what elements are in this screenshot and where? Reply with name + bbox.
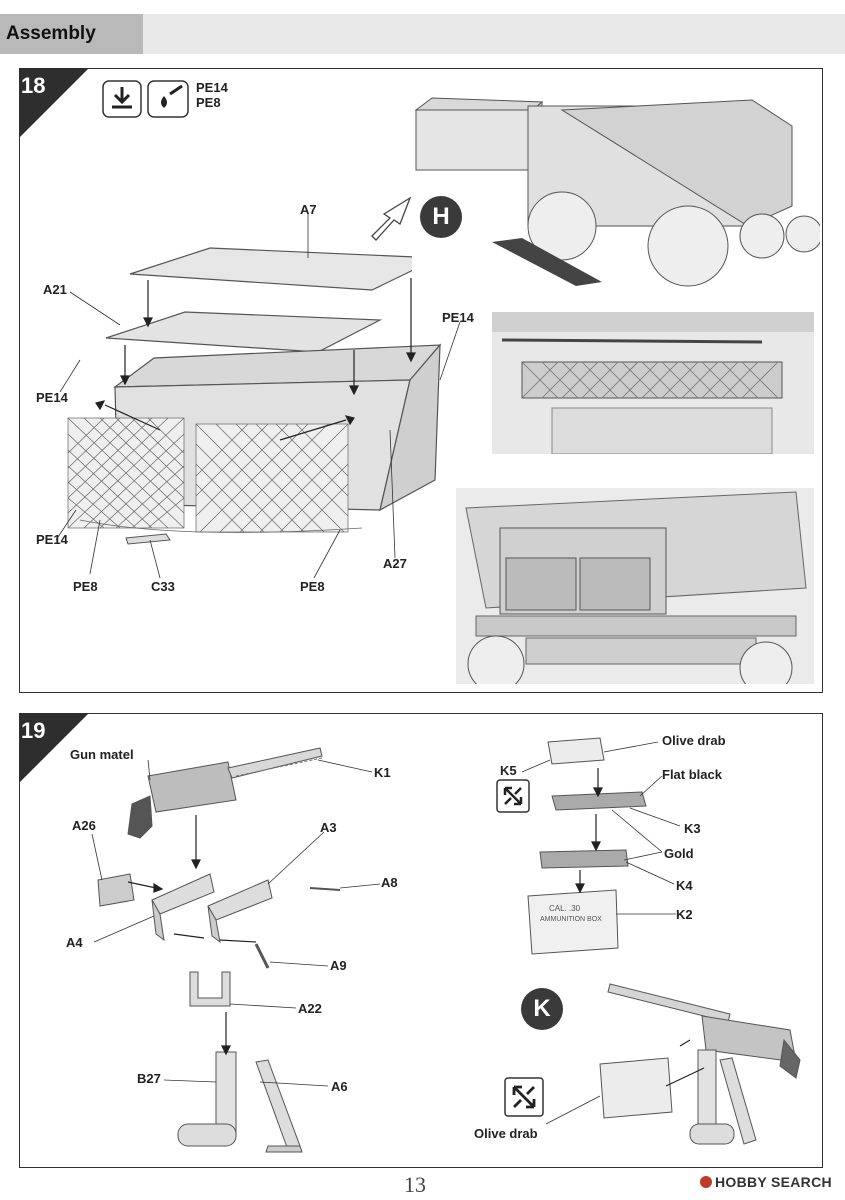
label-a27: A27 bbox=[383, 556, 407, 571]
label-a22: A22 bbox=[298, 1001, 322, 1016]
icon-note-pe8: PE8 bbox=[196, 95, 221, 110]
label-k1: K1 bbox=[374, 765, 391, 780]
watermark-text: HOBBY SEARCH bbox=[715, 1174, 832, 1190]
page-number: 13 bbox=[404, 1172, 426, 1197]
label-b27: B27 bbox=[137, 1071, 161, 1086]
flip-icon bbox=[496, 779, 530, 813]
label-c33: C33 bbox=[151, 579, 175, 594]
label-k5: K5 bbox=[500, 763, 517, 778]
icon-note-pe14: PE14 bbox=[196, 80, 228, 95]
label-k2: K2 bbox=[676, 907, 693, 922]
vehicle-rear-view bbox=[412, 86, 820, 292]
label-a21: A21 bbox=[43, 282, 67, 297]
label-a9: A9 bbox=[330, 958, 347, 973]
label-a26: A26 bbox=[72, 818, 96, 833]
label-a3: A3 bbox=[320, 820, 337, 835]
flip-icon-2 bbox=[504, 1077, 544, 1117]
label-a6: A6 bbox=[331, 1079, 348, 1094]
label-pe8-left: PE8 bbox=[73, 579, 98, 594]
label-a4: A4 bbox=[66, 935, 83, 950]
step-18-icons bbox=[102, 80, 189, 118]
label-pe14-left: PE14 bbox=[36, 390, 68, 405]
label-k3: K3 bbox=[684, 821, 701, 836]
label-olive-drab-top: Olive drab bbox=[662, 733, 726, 748]
label-gold: Gold bbox=[664, 846, 694, 861]
glue-icon bbox=[102, 80, 142, 118]
ammo-box-text-2: AMMUNITION BOX bbox=[540, 916, 602, 923]
label-a7: A7 bbox=[300, 202, 317, 217]
watermark: HOBBY SEARCH bbox=[700, 1174, 832, 1190]
label-pe8-right: PE8 bbox=[300, 579, 325, 594]
label-a8: A8 bbox=[381, 875, 398, 890]
callout-k: K bbox=[521, 988, 563, 1030]
paint-icon bbox=[147, 80, 189, 118]
label-flat-black: Flat black bbox=[662, 767, 722, 782]
detail-photo-box bbox=[456, 488, 814, 684]
section-title: Assembly bbox=[0, 14, 143, 54]
label-pe14-bottom-left: PE14 bbox=[36, 532, 68, 547]
callout-h: H bbox=[420, 196, 462, 238]
ammo-box-text-1: CAL. .30 bbox=[549, 904, 581, 913]
label-pe14-top-right: PE14 bbox=[442, 310, 474, 325]
step-19-badge bbox=[19, 713, 89, 783]
label-olive-drab-bottom: Olive drab bbox=[474, 1126, 538, 1141]
hobby-search-logo-icon bbox=[700, 1176, 712, 1188]
step-18-number: 18 bbox=[21, 73, 46, 98]
label-gun-matel: Gun matel bbox=[70, 747, 134, 762]
step-19-number: 19 bbox=[21, 718, 46, 743]
detail-photo-mesh bbox=[492, 312, 814, 454]
label-k4: K4 bbox=[676, 878, 693, 893]
step-18-badge bbox=[19, 68, 89, 138]
